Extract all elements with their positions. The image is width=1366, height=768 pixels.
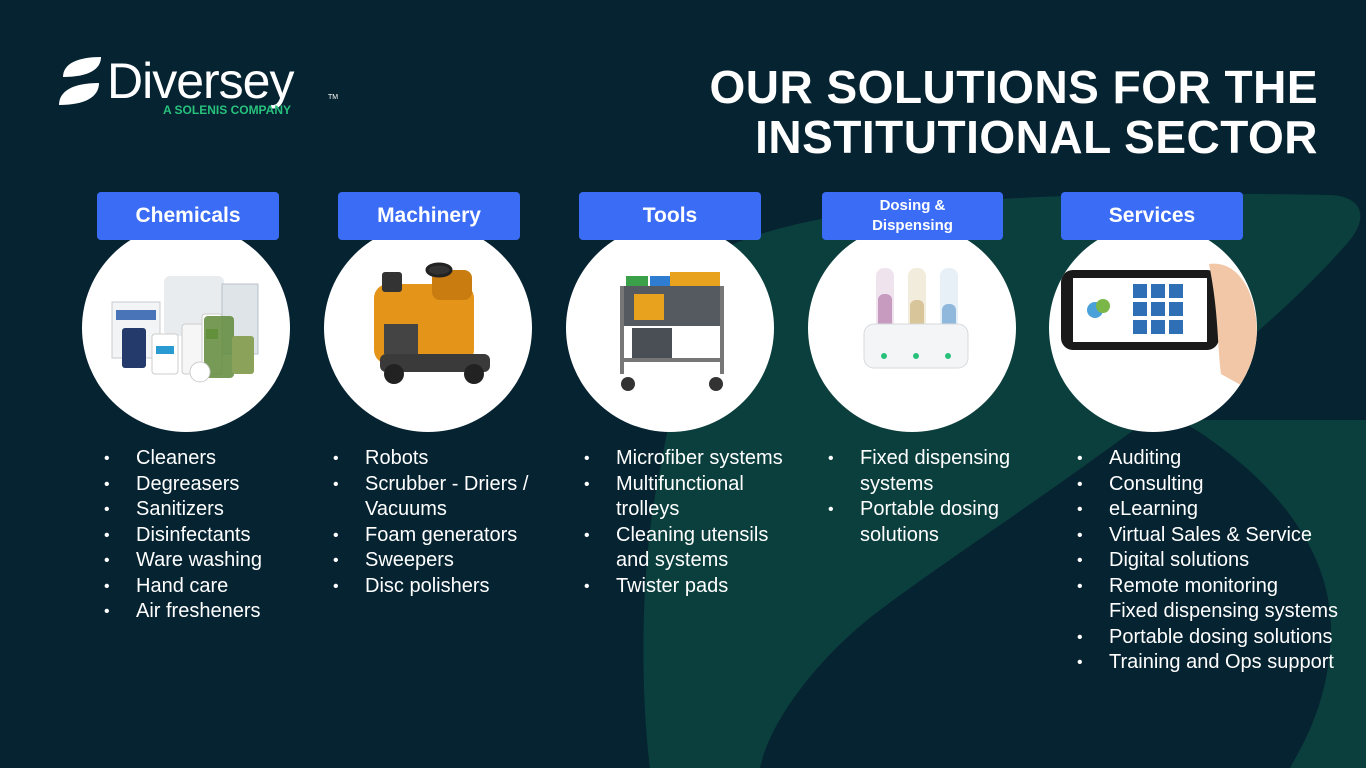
list-item: Ware washing — [104, 548, 262, 574]
page-title: OUR SOLUTIONS FOR THE INSTITUTIONAL SECT… — [710, 62, 1319, 162]
machinery-list: Robots Scrubber - Driers / Vacuums Foam … — [333, 446, 563, 599]
list-item: Fixed dispensing systems — [828, 446, 1038, 497]
list-item: Twister pads — [584, 574, 804, 600]
services-label: Services — [1108, 204, 1196, 227]
list-item: eLearning — [1077, 497, 1347, 523]
list-item: Sanitizers — [104, 497, 262, 523]
list-item: Hand care — [104, 574, 262, 600]
smartphone-app-image — [1049, 224, 1257, 432]
machinery-label: Machinery — [377, 204, 481, 227]
services-list: Auditing Consulting eLearning Virtual Sa… — [1077, 446, 1347, 676]
list-item: Cleaning utensils and systems — [584, 523, 804, 574]
cleaning-trolley-image — [566, 224, 774, 432]
list-item: Auditing — [1077, 446, 1347, 472]
dosing-dispensing-label: Dosing & Dispensing — [872, 197, 953, 234]
list-item: Sweepers — [333, 548, 563, 574]
list-item: Fixed dispensing systems — [1109, 600, 1338, 622]
list-item: Air fresheners — [104, 599, 262, 625]
list-item: Remote monitoring — [1077, 574, 1347, 600]
list-item: Cleaners — [104, 446, 262, 472]
diversey-leaf-icon — [59, 57, 101, 105]
services-button[interactable]: Services — [1061, 192, 1243, 240]
list-item: Scrubber - Driers / Vacuums — [333, 472, 563, 523]
list-item: Robots — [333, 446, 563, 472]
list-item: Consulting — [1077, 472, 1347, 498]
title-line-2: INSTITUTIONAL SECTOR — [755, 111, 1318, 163]
list-item: Multifunctional trolleys — [584, 472, 804, 523]
dosing-dispensing-list: Fixed dispensing systems Portable dosing… — [828, 446, 1038, 548]
chemicals-label: Chemicals — [135, 204, 241, 227]
tools-button[interactable]: Tools — [579, 192, 761, 240]
brand-name: Diversey — [107, 53, 294, 109]
list-item: Virtual Sales & Service — [1077, 523, 1347, 549]
brand-tagline: A SOLENIS COMPANY — [163, 103, 292, 117]
dosing-dispensing-button[interactable]: Dosing & Dispensing — [822, 192, 1003, 240]
list-item: Foam generators — [333, 523, 563, 549]
list-item: Degreasers — [104, 472, 262, 498]
chemicals-button[interactable]: Chemicals — [97, 192, 279, 240]
machinery-button[interactable]: Machinery — [338, 192, 520, 240]
trademark-mark: TM — [328, 94, 339, 101]
list-item: Microfiber systems — [584, 446, 804, 472]
chemical-products-image — [82, 224, 290, 432]
list-item: Digital solutions — [1077, 548, 1347, 574]
list-item: Portable dosing solutions — [1077, 625, 1347, 651]
list-item: Disc polishers — [333, 574, 563, 600]
list-item: Portable dosing solutions — [828, 497, 1038, 548]
title-line-1: OUR SOLUTIONS FOR THE — [709, 61, 1318, 113]
ride-on-scrubber-image — [324, 224, 532, 432]
tools-label: Tools — [642, 204, 698, 227]
tools-list: Microfiber systems Multifunctional troll… — [584, 446, 804, 599]
list-item: Training and Ops support — [1077, 650, 1347, 676]
chemicals-list: Cleaners Degreasers Sanitizers Disinfect… — [104, 446, 262, 625]
dispensers-image — [808, 224, 1016, 432]
list-item: Disinfectants — [104, 523, 262, 549]
